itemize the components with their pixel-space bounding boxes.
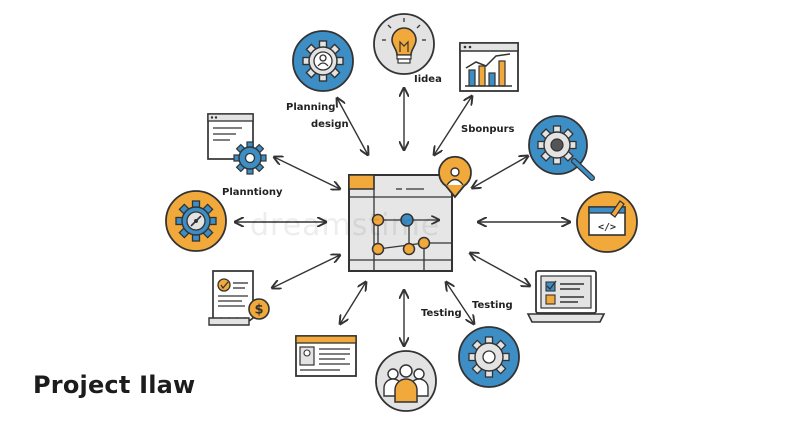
code-editor-icon: </> <box>576 191 638 253</box>
id-card-document-icon <box>295 335 357 377</box>
label-planntiony: Planntiony <box>222 187 283 198</box>
watermark-text: dreamstime <box>250 208 441 243</box>
arrow-laptop <box>470 253 530 286</box>
label-testing-left: Testing <box>421 308 462 319</box>
label-design: design <box>311 119 349 130</box>
arrow-idcard <box>340 282 366 324</box>
idea-lightbulb-icon <box>373 13 435 75</box>
chart-window-icon <box>459 42 519 92</box>
team-group-icon <box>375 350 437 412</box>
arrow-testing <box>446 282 474 324</box>
arrow-planning-design <box>337 98 368 155</box>
location-pin-user-icon <box>438 155 472 199</box>
label-sbonpurs: Sbonpurs <box>461 124 515 135</box>
arrow-planntiony <box>274 157 340 189</box>
label-planning: Planning <box>286 102 336 113</box>
label-testing-right: Testing <box>472 300 513 311</box>
testing-gear-icon <box>458 326 520 388</box>
browser-gear-icon <box>207 113 267 175</box>
gear-magnifier-icon <box>528 115 595 181</box>
svg-text:$: $ <box>254 303 263 318</box>
invoice-dollar-icon: $ <box>208 270 270 326</box>
central-flowchart-icon <box>348 174 453 272</box>
label-idea: Iidea <box>414 74 442 85</box>
connector-arrows <box>235 88 570 346</box>
arrow-invoice <box>272 255 340 288</box>
laptop-checklist-icon <box>526 270 606 323</box>
planning-design-gear-user-icon <box>292 30 354 92</box>
arrow-magnifier <box>472 156 528 188</box>
arrow-chart <box>434 96 472 155</box>
svg-text:</>: </> <box>598 222 616 233</box>
page-title: Project Ilaw <box>33 371 196 399</box>
compass-gear-icon <box>165 190 227 252</box>
